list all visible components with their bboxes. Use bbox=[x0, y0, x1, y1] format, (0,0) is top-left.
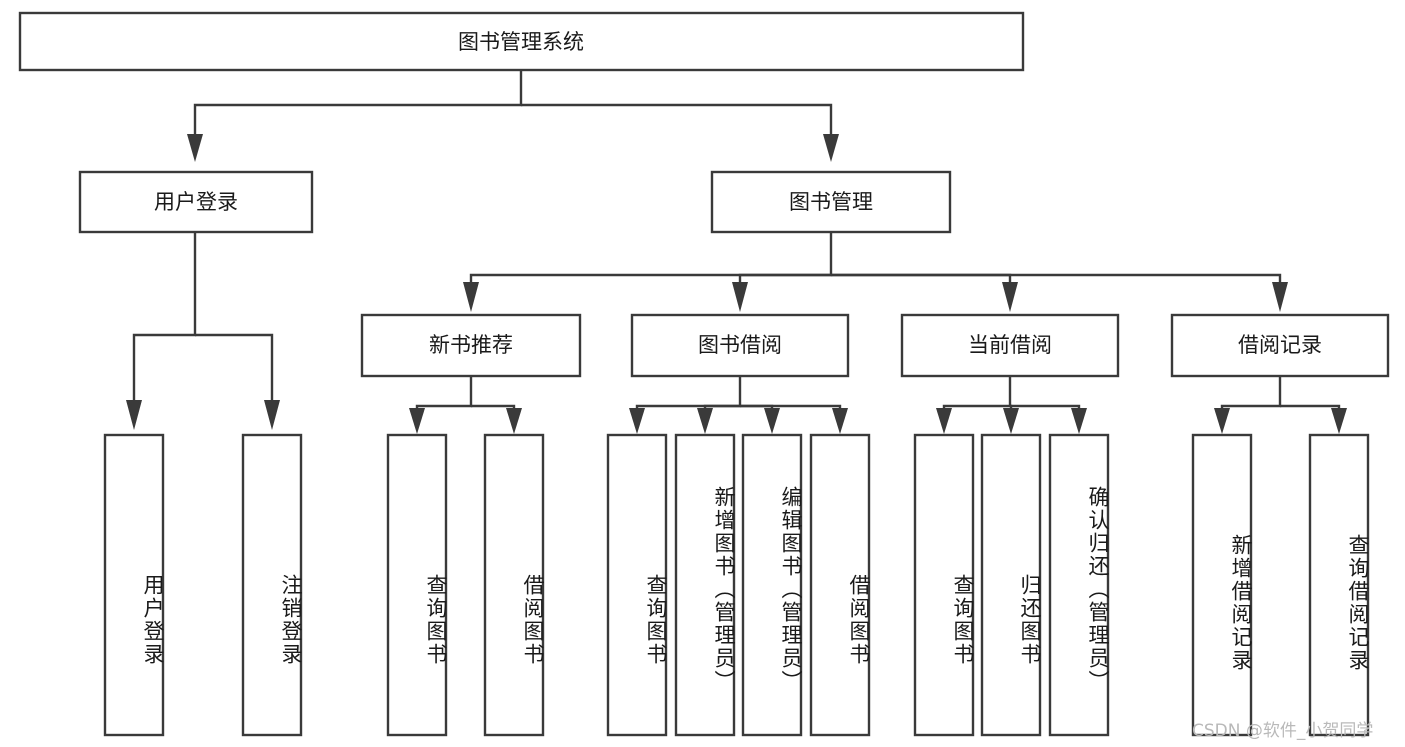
arrow-head-user-login bbox=[187, 134, 203, 162]
leaf-confirm-return-admin-box[interactable] bbox=[1048, 433, 1110, 737]
node-book-borrow[interactable]: 图书借阅 bbox=[630, 313, 850, 378]
arrow-head-leaf-user-login bbox=[126, 400, 142, 430]
node-borrow-record[interactable]: 借阅记录 bbox=[1170, 313, 1390, 378]
leaf-boxes bbox=[103, 433, 1370, 737]
leaf-return-book-box[interactable] bbox=[980, 433, 1042, 737]
arrow-head-leaf-add-borrow-record bbox=[1214, 408, 1230, 434]
node-book-management[interactable]: 图书管理 bbox=[710, 170, 952, 234]
leaf-edit-book-admin-box[interactable] bbox=[741, 433, 803, 737]
node-root-label: 图书管理系统 bbox=[458, 30, 584, 54]
arrow-head-leaf-user-logout bbox=[264, 400, 280, 430]
node-borrow-record-label: 借阅记录 bbox=[1238, 333, 1322, 357]
leaf-borrow-book-rec-box[interactable] bbox=[483, 433, 545, 737]
leaf-query-borrow-record-box[interactable] bbox=[1308, 433, 1370, 737]
node-book-borrow-label: 图书借阅 bbox=[698, 333, 782, 357]
leaf-add-book-admin-box[interactable] bbox=[674, 433, 736, 737]
node-book-management-label: 图书管理 bbox=[789, 190, 873, 214]
arrow-head-leaf-confirm-return-admin bbox=[1071, 408, 1087, 434]
arrow-head-leaf-return-book bbox=[1003, 408, 1019, 434]
connector-root-to-level2 bbox=[187, 70, 839, 162]
node-current-borrow-box[interactable] bbox=[900, 313, 1120, 378]
node-borrow-record-box[interactable] bbox=[1170, 313, 1390, 378]
arrow-head-current-borrow bbox=[1002, 282, 1018, 312]
node-user-login[interactable]: 用户登录 bbox=[78, 170, 314, 234]
node-new-book-recommend-label: 新书推荐 bbox=[429, 333, 513, 357]
node-new-book-recommend-box[interactable] bbox=[360, 313, 582, 378]
node-user-login-label: 用户登录 bbox=[154, 190, 238, 214]
connector-new-book-recommend-to-leaves bbox=[409, 376, 522, 434]
arrow-head-borrow-record bbox=[1272, 282, 1288, 312]
arrow-head-leaf-borrow-book bbox=[832, 408, 848, 434]
arrow-head-leaf-query-book-borrow bbox=[629, 408, 645, 434]
node-book-borrow-box[interactable] bbox=[630, 313, 850, 378]
arrow-head-new-book-recommend bbox=[463, 282, 479, 312]
leaf-query-book-rec-box[interactable] bbox=[386, 433, 448, 737]
leaf-add-borrow-record-box[interactable] bbox=[1191, 433, 1253, 737]
arrow-head-book-management bbox=[823, 134, 839, 162]
connector-user-login-to-leaves bbox=[126, 232, 280, 430]
arrow-head-leaf-query-book-rec bbox=[409, 408, 425, 434]
arrow-head-leaf-add-book-admin bbox=[697, 408, 713, 434]
node-new-book-recommend[interactable]: 新书推荐 bbox=[360, 313, 582, 378]
connector-current-borrow-to-leaves bbox=[936, 376, 1087, 434]
connector-book-management-to-level3 bbox=[463, 232, 1288, 312]
node-current-borrow[interactable]: 当前借阅 bbox=[900, 313, 1120, 378]
node-current-borrow-label: 当前借阅 bbox=[968, 333, 1052, 357]
leaf-user-logout-box[interactable] bbox=[241, 433, 303, 737]
node-root-box[interactable] bbox=[18, 11, 1025, 72]
node-book-management-box[interactable] bbox=[710, 170, 952, 234]
node-root[interactable]: 图书管理系统 bbox=[18, 11, 1025, 72]
arrow-head-leaf-edit-book-admin bbox=[764, 408, 780, 434]
leaf-query-book-current-box[interactable] bbox=[913, 433, 975, 737]
arrow-head-leaf-query-borrow-record bbox=[1331, 408, 1347, 434]
node-user-login-box[interactable] bbox=[78, 170, 314, 234]
leaf-borrow-book-box[interactable] bbox=[809, 433, 871, 737]
leaf-query-book-borrow-box[interactable] bbox=[606, 433, 668, 737]
connector-book-borrow-to-leaves bbox=[629, 376, 848, 434]
arrow-head-leaf-query-book-current bbox=[936, 408, 952, 434]
csdn-watermark: CSDN @软件_小贺同学 bbox=[1192, 721, 1374, 741]
arrow-head-book-borrow bbox=[732, 282, 748, 312]
connector-borrow-record-to-leaves bbox=[1214, 376, 1347, 434]
arrow-head-leaf-borrow-book-rec bbox=[506, 408, 522, 434]
leaf-user-login-box[interactable] bbox=[103, 433, 165, 737]
